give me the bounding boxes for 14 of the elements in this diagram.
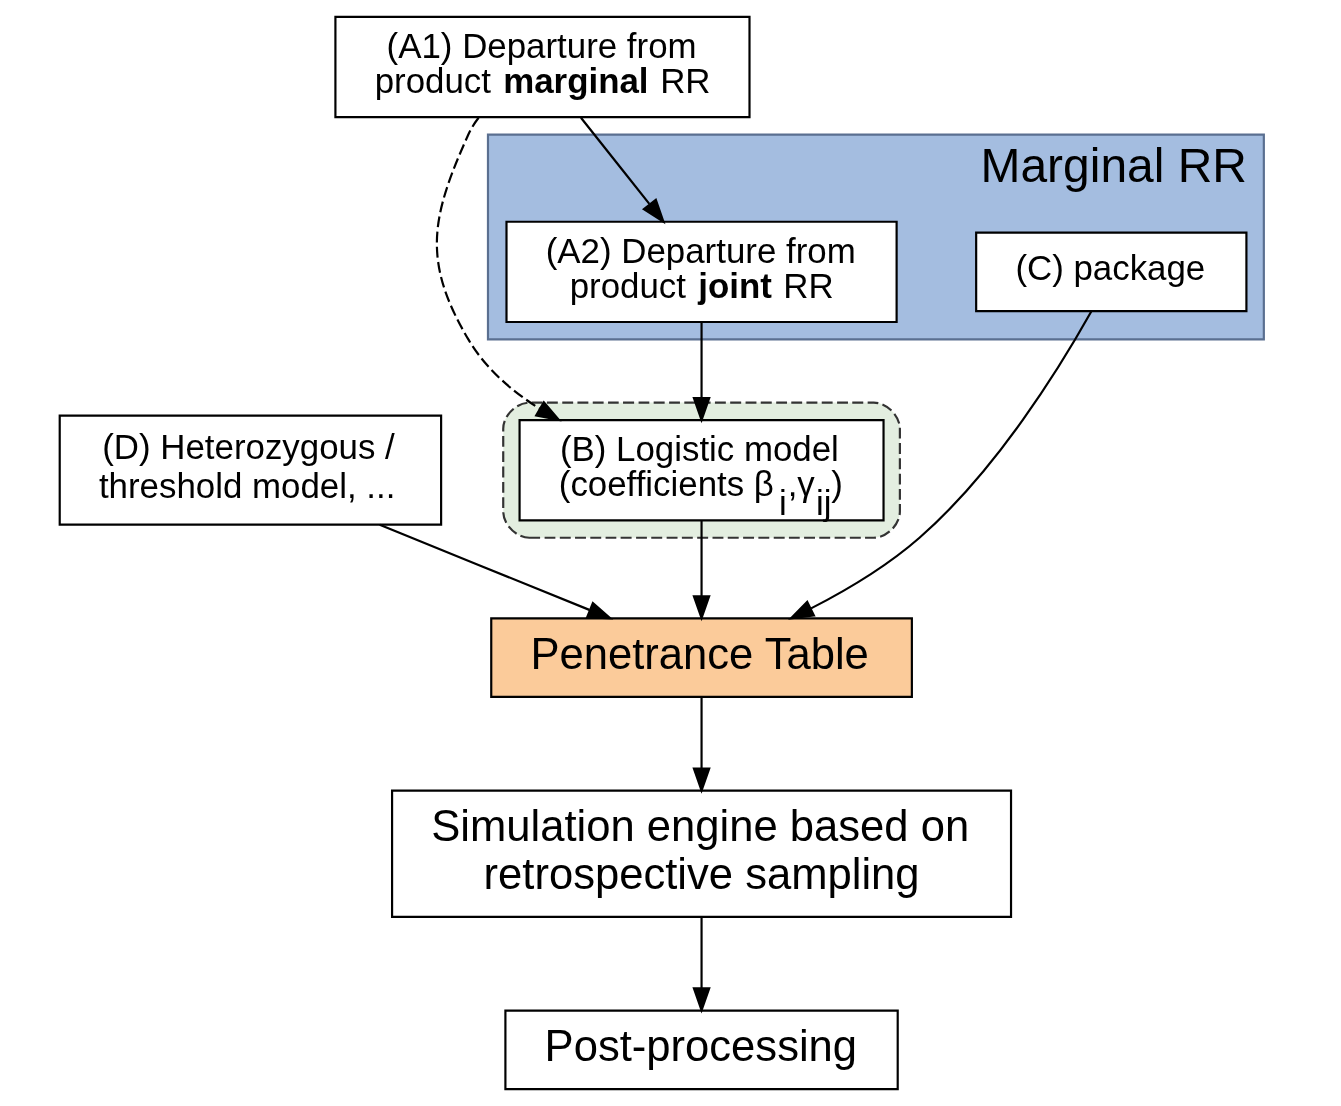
arrow <box>788 310 1093 620</box>
node-box: (D) Heterozygous / threshold model, ... <box>58 414 443 526</box>
node-box: (A2) Departure from product joint RR <box>505 220 898 324</box>
node-box: Penetrance Table <box>490 617 913 698</box>
arrow <box>692 520 711 622</box>
node-box: (C) package <box>975 231 1248 313</box>
arrow <box>692 697 711 794</box>
node-box: Simulation engine based on retrospective sampling <box>391 789 1013 919</box>
node-box: (A1) Departure from product marginal RR <box>334 15 751 119</box>
node-box: Post-processing <box>504 1009 899 1091</box>
arrow <box>580 117 666 225</box>
arrow <box>692 917 711 1014</box>
arrow <box>692 322 711 424</box>
arrow <box>379 523 614 620</box>
